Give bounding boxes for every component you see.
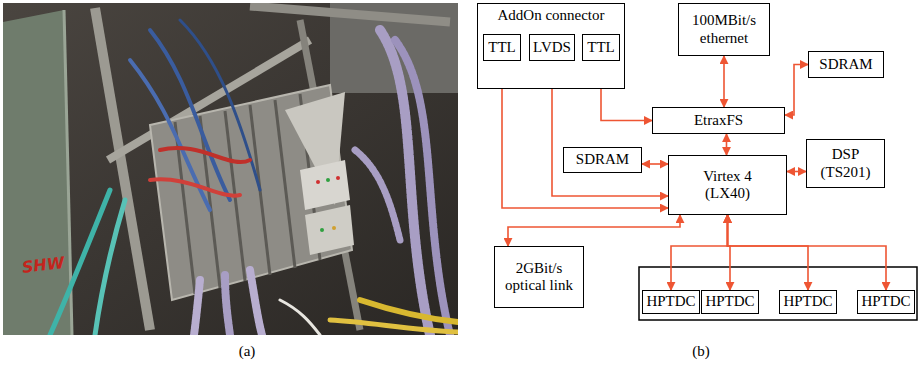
- box-label: SDRAM: [819, 56, 872, 73]
- component-box: DSP (TS201): [806, 139, 885, 188]
- box-label: SDRAM: [576, 151, 629, 168]
- tdc-group-frame: [639, 267, 917, 320]
- cable: [150, 179, 240, 195]
- led: [332, 226, 336, 230]
- panel-letter: (b): [692, 343, 710, 360]
- signal-arrow: [671, 215, 728, 290]
- ribbon-cable: [225, 275, 230, 335]
- cable: [160, 148, 250, 162]
- component-box: HPTDC: [779, 290, 836, 314]
- signal-arrow: [787, 171, 806, 173]
- led: [320, 228, 324, 232]
- led: [316, 180, 320, 184]
- box-label: HPTDC: [783, 293, 832, 310]
- connector-group-box: AddOn connectorTTL LVDS TTL: [477, 3, 625, 89]
- component-box: 100MBit/s ethernet: [678, 3, 770, 56]
- led: [336, 176, 340, 180]
- component-box: HPTDC: [642, 290, 699, 314]
- box-label: EtraxFS: [694, 112, 743, 129]
- ribbon-cable: [194, 280, 200, 335]
- led: [326, 178, 330, 182]
- group-heading: AddOn connector: [478, 7, 624, 24]
- ribbon-cable: [250, 270, 262, 335]
- cable: [330, 320, 458, 332]
- component-box: 2GBit/s optical link: [494, 246, 584, 308]
- component-box: Virtex 4 (LX40): [668, 155, 787, 215]
- cable: [150, 30, 230, 200]
- box-label: LVDS: [533, 39, 571, 56]
- signal-arrow: [723, 56, 725, 107]
- box-label: HPTDC: [705, 293, 754, 310]
- cable: [360, 300, 458, 322]
- module: [305, 205, 354, 255]
- signal-arrow: [728, 215, 887, 290]
- ribbon-cable: [380, 30, 430, 335]
- module: [300, 160, 350, 210]
- port-box: LVDS: [529, 34, 575, 61]
- box-label: HPTDC: [646, 293, 695, 310]
- signal-arrow: [726, 134, 728, 155]
- ribbon-cable: [355, 150, 400, 240]
- box-label: HPTDC: [861, 293, 910, 310]
- frame-bar: [300, 20, 360, 330]
- rack-panel: [3, 10, 72, 335]
- frame-bar: [250, 6, 450, 22]
- cable: [280, 300, 320, 335]
- box-label: TTL: [587, 39, 615, 56]
- component-box: EtraxFS: [652, 107, 785, 134]
- cable: [180, 20, 260, 190]
- port-box: TTL: [483, 34, 521, 61]
- slot: [200, 116, 220, 288]
- component-box: HPTDC: [857, 290, 914, 314]
- component-box: HPTDC: [701, 290, 758, 314]
- cable: [95, 200, 125, 335]
- cables: [50, 20, 458, 335]
- signal-arrow: [508, 215, 680, 246]
- box-label: DSP (TS201): [807, 146, 884, 181]
- panel-letter: (a): [239, 343, 256, 360]
- component-box: SDRAM: [808, 51, 884, 78]
- signal-arrow: [642, 163, 668, 165]
- box-label: Virtex 4 (LX40): [692, 168, 764, 203]
- box-label: 2GBit/s optical link: [495, 260, 583, 295]
- signal-arrow: [728, 215, 809, 290]
- component-box: SDRAM: [563, 147, 642, 173]
- photo-content: [3, 3, 458, 335]
- port-box: TTL: [582, 34, 620, 61]
- slot: [275, 100, 295, 268]
- box-label: 100MBit/s ethernet: [679, 12, 769, 47]
- box-label: TTL: [488, 39, 516, 56]
- photo-background: [3, 3, 458, 335]
- signal-arrow: [785, 65, 808, 116]
- ribbon-cable: [395, 40, 450, 335]
- module-leds: [316, 176, 340, 232]
